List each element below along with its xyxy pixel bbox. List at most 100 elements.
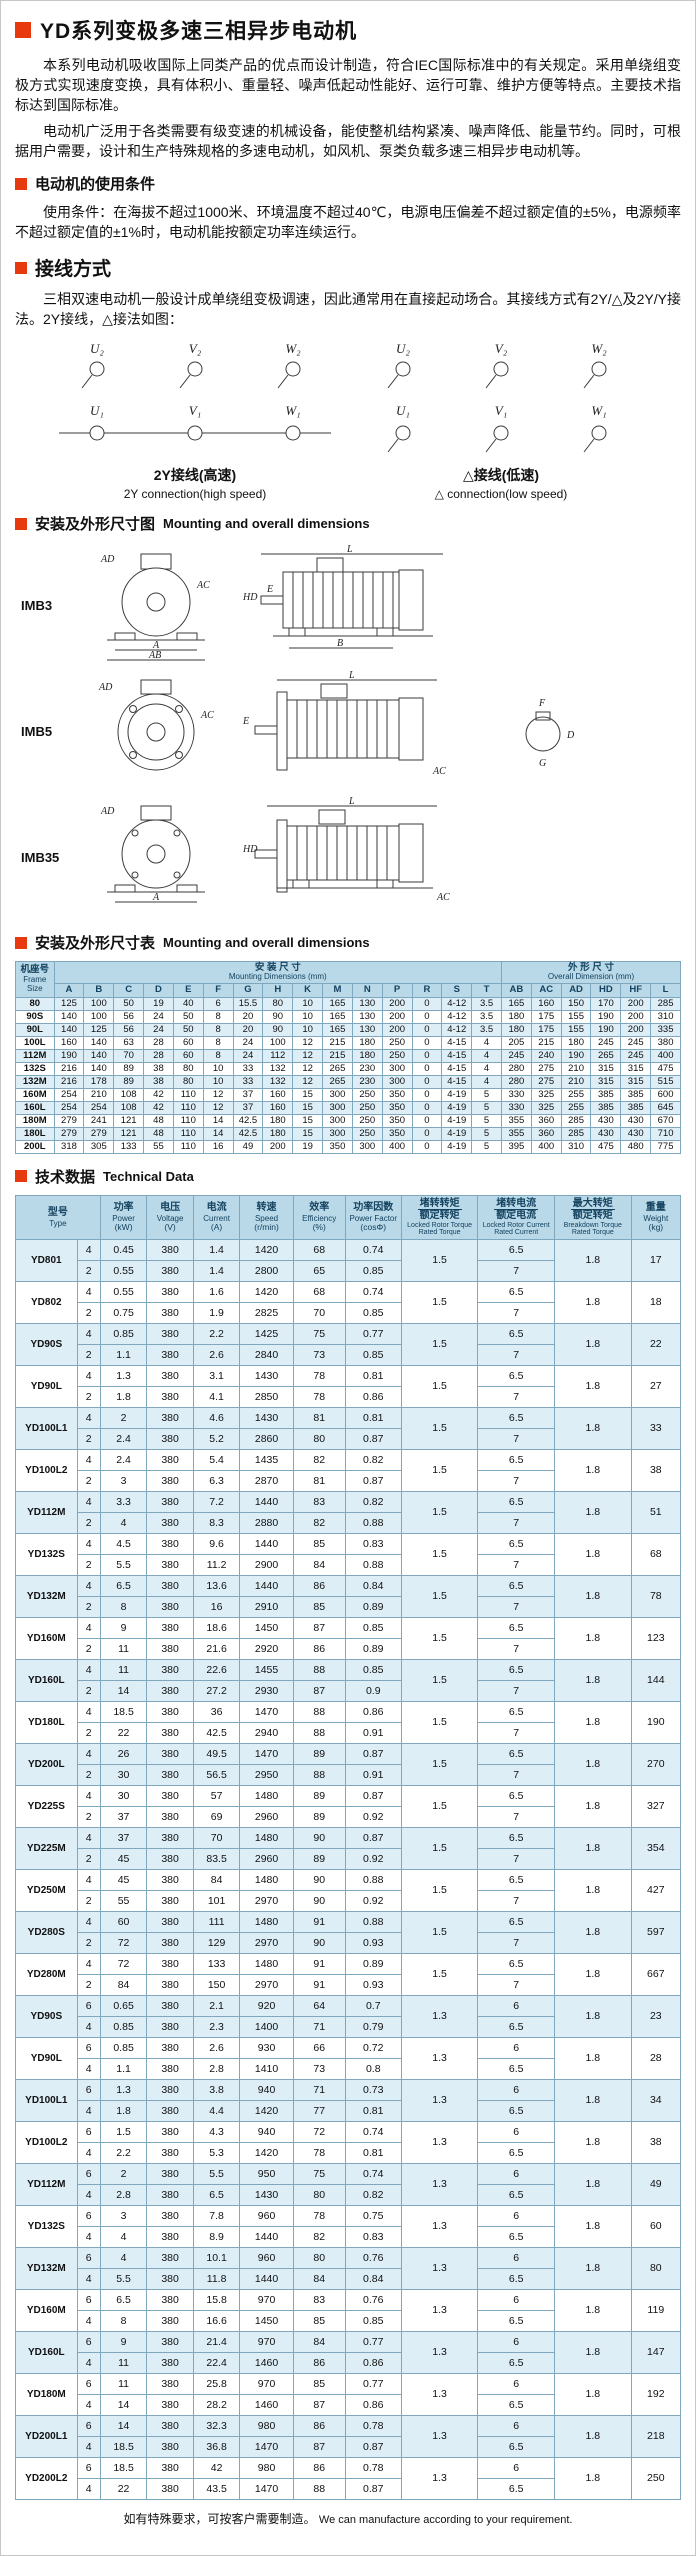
terminal-label-w1: W₁ bbox=[591, 403, 606, 418]
power-factor-cell: 0.87 bbox=[344, 2436, 402, 2459]
col-efficiency-header: 效率 Efficiency (%) bbox=[292, 1194, 346, 1241]
speed-cell: 1400 bbox=[239, 2016, 294, 2039]
terminal-label-w2: W₂ bbox=[591, 341, 607, 356]
table-cell: 4-19 bbox=[441, 1087, 473, 1102]
power-cell: 5.5 bbox=[99, 2268, 148, 2291]
power-cell: 18.5 bbox=[99, 2436, 148, 2459]
motor-type-cell: YD100L1 bbox=[15, 2079, 78, 2123]
table-cell: 710 bbox=[650, 1126, 681, 1141]
locked-rotor-current-cell: 6 bbox=[477, 2079, 555, 2102]
voltage-cell: 380 bbox=[146, 1953, 194, 1976]
table-cell: 0 bbox=[411, 1100, 443, 1115]
table-cell: 200 bbox=[620, 996, 652, 1011]
efficiency-cell: 73 bbox=[292, 2058, 346, 2081]
speed-cell: 1440 bbox=[239, 1491, 294, 1514]
efficiency-cell: 80 bbox=[292, 1428, 346, 1451]
table-cell: 55 bbox=[143, 1139, 174, 1154]
poles-cell: 4 bbox=[76, 2100, 101, 2123]
locked-rotor-current-cell: 6.5 bbox=[477, 2058, 555, 2081]
locked-rotor-torque-cell: 1.3 bbox=[400, 2205, 479, 2249]
voltage-cell: 380 bbox=[146, 1827, 194, 1850]
efficiency-cell: 86 bbox=[292, 2457, 346, 2480]
efficiency-cell: 86 bbox=[292, 1638, 346, 1661]
efficiency-cell: 84 bbox=[292, 2268, 346, 2291]
power-factor-cell: 0.84 bbox=[344, 1575, 402, 1598]
table-cell: 155 bbox=[560, 1022, 592, 1037]
current-cell: 2.6 bbox=[192, 2037, 241, 2060]
locked-rotor-current-cell: 6.5 bbox=[477, 1869, 555, 1892]
power-factor-cell: 0.86 bbox=[344, 2394, 402, 2417]
power-cell: 5.5 bbox=[99, 1554, 148, 1577]
voltage-cell: 380 bbox=[146, 1785, 194, 1808]
motor-side-view: L HD AC bbox=[242, 796, 450, 903]
power-factor-cell: 0.88 bbox=[344, 1512, 402, 1535]
speed-cell: 940 bbox=[239, 2121, 294, 2144]
table-cell: 330 bbox=[500, 1100, 532, 1115]
section-bullet-icon bbox=[15, 261, 27, 274]
speed-cell: 2950 bbox=[239, 1764, 294, 1787]
table-cell: 230 bbox=[351, 1061, 383, 1076]
table-cell: 165 bbox=[322, 1022, 353, 1037]
dim-col-C: C bbox=[113, 983, 145, 998]
terminal-labels: U₂ V₂ W₂ U₁ V₁ W₁ bbox=[396, 341, 607, 418]
efficiency-cell: 87 bbox=[292, 1617, 346, 1640]
frame-size-header: 机座号 Frame Size bbox=[15, 961, 55, 998]
breakdown-torque-cell: 1.8 bbox=[554, 1953, 632, 1997]
weight-cell: 667 bbox=[630, 1953, 682, 1997]
locked-rotor-current-cell: 6.5 bbox=[477, 1491, 555, 1514]
locked-rotor-current-cell: 6.5 bbox=[477, 1533, 555, 1556]
current-cell: 111 bbox=[192, 1911, 241, 1934]
table-cell: 125 bbox=[83, 1022, 115, 1037]
power-factor-cell: 0.72 bbox=[344, 2037, 402, 2060]
speed-cell: 1430 bbox=[239, 1365, 294, 1388]
table-cell: 285 bbox=[560, 1126, 592, 1141]
power-cell: 45 bbox=[99, 1869, 148, 1892]
table-cell: 350 bbox=[381, 1100, 413, 1115]
intro-paragraph-1: 本系列电动机吸收国际上同类产品的优点而设计制造，符合IEC国际标准中的有关规定。… bbox=[15, 57, 681, 113]
breakdown-torque-cell: 1.8 bbox=[554, 1491, 632, 1535]
table-cell: 12 bbox=[292, 1074, 324, 1089]
power-factor-cell: 0.91 bbox=[344, 1764, 402, 1787]
speed-cell: 1480 bbox=[239, 1827, 294, 1850]
speed-cell: 1470 bbox=[239, 1743, 294, 1766]
current-cell: 42 bbox=[192, 2457, 241, 2480]
poles-cell: 4 bbox=[76, 1323, 101, 1346]
current-cell: 11.8 bbox=[192, 2268, 241, 2291]
current-cell: 4.4 bbox=[192, 2100, 241, 2123]
table-cell: 4-15 bbox=[441, 1074, 473, 1089]
table-cell: 0 bbox=[411, 1035, 443, 1050]
current-cell: 133 bbox=[192, 1953, 241, 1976]
poles-cell: 4 bbox=[76, 2184, 101, 2207]
breakdown-torque-cell: 1.8 bbox=[554, 1533, 632, 1577]
poles-cell: 4 bbox=[76, 1407, 101, 1430]
table-cell: 56 bbox=[113, 1022, 145, 1037]
current-cell: 8.9 bbox=[192, 2226, 241, 2249]
table-cell: 250 bbox=[351, 1100, 383, 1115]
table-cell: 245 bbox=[620, 1035, 652, 1050]
speed-cell: 1450 bbox=[239, 1617, 294, 1640]
locked-rotor-current-cell: 6 bbox=[477, 2415, 555, 2438]
table-cell: 265 bbox=[322, 1061, 353, 1076]
weight-cell: 250 bbox=[630, 2457, 682, 2501]
weight-cell: 218 bbox=[630, 2415, 682, 2459]
voltage-cell: 380 bbox=[146, 1386, 194, 1409]
table-cell: 216 bbox=[53, 1061, 85, 1076]
efficiency-cell: 88 bbox=[292, 1659, 346, 1682]
table-cell: 15 bbox=[292, 1126, 324, 1141]
locked-rotor-torque-cell: 1.3 bbox=[400, 2289, 479, 2333]
power-factor-cell: 0.92 bbox=[344, 1806, 402, 1829]
breakdown-torque-cell: 1.8 bbox=[554, 1365, 632, 1409]
poles-cell: 4 bbox=[76, 1953, 101, 1976]
current-cell: 36 bbox=[192, 1701, 241, 1724]
technical-data-table: 型号 Type 功率 Power (kW) 电压 Voltage (V) 电流 … bbox=[15, 1194, 682, 2501]
voltage-cell: 380 bbox=[146, 1407, 194, 1430]
key-detail-outline bbox=[525, 711, 561, 752]
